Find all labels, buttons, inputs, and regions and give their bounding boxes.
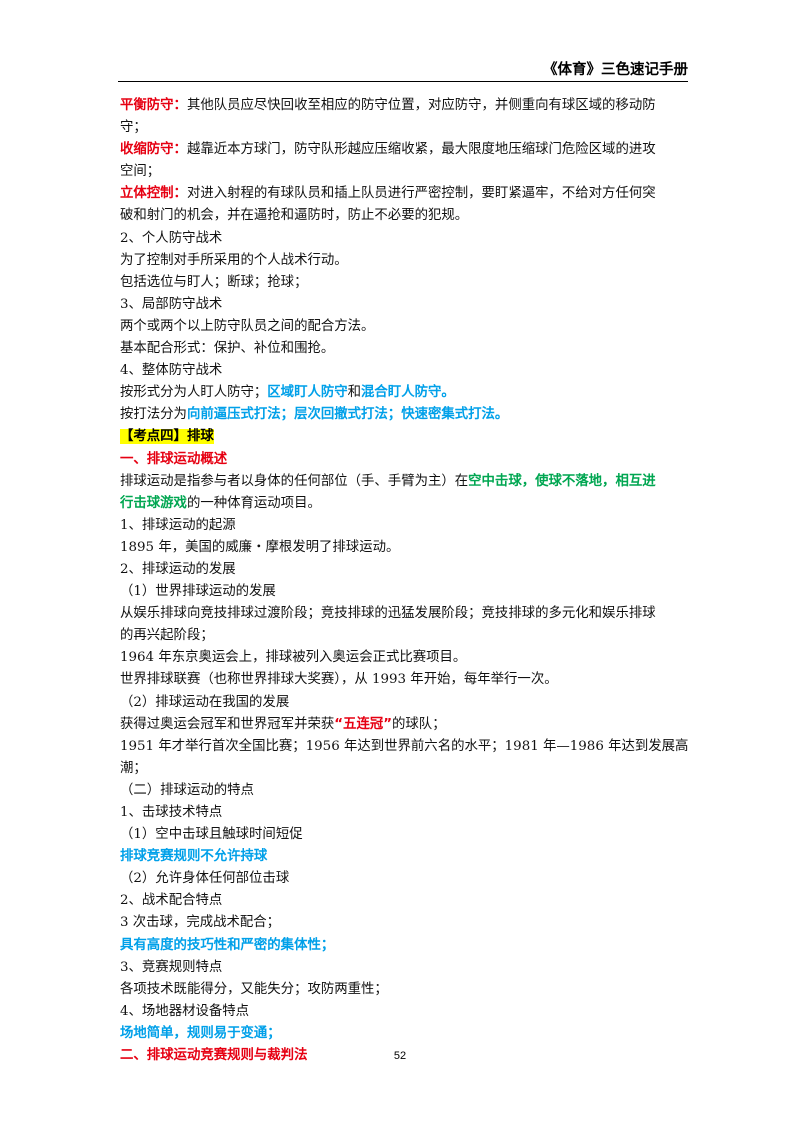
term-label: 平衡防守： (120, 98, 187, 113)
page-header-title: 《体育》三色速记手册 (543, 62, 688, 78)
text-line: 行击球游戏的一种体育运动项目。 (120, 493, 688, 515)
term-label: 收缩防守： (120, 142, 187, 158)
text: 的球队； (392, 716, 446, 732)
subheading: 4、整体防守战术 (120, 363, 223, 379)
text-line: 基本配合形式：保护、补位和围抢。 (120, 341, 335, 357)
key-point: 场地简单，规则易于变通； (120, 1025, 281, 1041)
subheading: 4、场地器材设备特点 (120, 1003, 250, 1019)
text: 按打法分为 (120, 407, 187, 423)
key-term: 混合盯人防守。 (361, 385, 455, 401)
subheading: 3、竞赛规则特点 (120, 959, 223, 975)
text-line: 按形式分为人盯人防守；区域盯人防守和混合盯人防守。 (120, 382, 688, 404)
key-point: 具有高度的技巧性和严密的集体性； (120, 937, 335, 953)
text-line: 潮； (120, 760, 147, 776)
subheading: 2、个人防守战术 (120, 230, 223, 246)
subheading: 1、排球运动的起源 (120, 517, 236, 533)
text-line: （2）允许身体任何部位击球 (120, 871, 290, 887)
text-line: 各项技术既能得分，又能失分；攻防两重性； (120, 981, 388, 997)
text: 和 (347, 385, 362, 401)
text-line: 排球运动是指参与者以身体的任何部位（手、手臂为主）在空中击球，使球不落地，相互进 (120, 471, 688, 493)
term-label: 立体控制： (120, 186, 187, 202)
text-line: 包括选位与盯人；断球；抢球； (120, 274, 308, 290)
paragraph-balance-defense: 平衡防守：其他队员应尽快回收至相应的防守位置，对应防守，并侧重向有球区域的移动防 (120, 95, 688, 117)
section-heading: 【考点四】排球 (120, 426, 688, 448)
header-divider (118, 81, 688, 82)
text-line: （1）空中击球且触球时间短促 (120, 827, 303, 843)
text-line: 破和射门的机会，并在逼抢和逼防时，防止不必要的犯规。 (120, 208, 469, 224)
text-line: 为了控制对手所采用的个人战术行动。 (120, 252, 348, 268)
subheading: 2、排球运动的发展 (120, 561, 236, 577)
text-line: 的再兴起阶段； (120, 628, 214, 644)
text: 获得过奥运会冠军和世界冠军并荣获 (120, 716, 335, 732)
text: 越靠近本方球门，防守队形越应压缩收紧，最大限度地压缩球门危险区域的进攻 (186, 142, 656, 158)
paragraph-3d-control: 立体控制：对进入射程的有球队员和插上队员进行严密控制，要盯紧逼牢，不给对方任何突 (120, 183, 688, 205)
text-line: 世界排球联赛（也称世界排球大奖赛），从 1993 年开始，每年举行一次。 (120, 672, 558, 688)
text: 其他队员应尽快回收至相应的防守位置，对应防守，并侧重向有球区域的移动防 (186, 98, 656, 113)
text-line: 1964 年东京奥运会上，排球被列入奥运会正式比赛项目。 (120, 650, 467, 666)
subheading: （1）世界排球运动的发展 (120, 584, 276, 600)
page-number: 52 (393, 1050, 407, 1062)
text-line: 两个或两个以上防守队员之间的配合方法。 (120, 318, 375, 334)
section-title: 一、排球运动概述 (120, 451, 228, 467)
subheading: （2）排球运动在我国的发展 (120, 694, 290, 710)
key-point: 排球竞赛规则不允许持球 (120, 849, 268, 865)
text-line: 守； (120, 120, 147, 136)
document-body: 平衡防守：其他队员应尽快回收至相应的防守位置，对应防守，并侧重向有球区域的移动防… (120, 95, 688, 1067)
exam-point-label: 【考点四】排球 (120, 429, 214, 445)
paragraph-contract-defense: 收缩防守：越靠近本方球门，防守队形越应压缩收紧，最大限度地压缩球门危险区域的进攻 (120, 139, 688, 161)
key-term: 向前逼压式打法；层次回撤式打法；快速密集式打法。 (186, 407, 509, 423)
key-term: 行击球游戏 (120, 495, 187, 511)
text-line: 按打法分为向前逼压式打法；层次回撤式打法；快速密集式打法。 (120, 404, 688, 426)
key-term: “五连冠” (334, 716, 393, 732)
text-line: 获得过奥运会冠军和世界冠军并荣获“五连冠”的球队； (120, 714, 688, 736)
key-term: 区域盯人防守 (267, 385, 348, 401)
text-line: 1895 年，美国的威廉・摩根发明了排球运动。 (120, 539, 400, 555)
subheading: 2、战术配合特点 (120, 893, 223, 909)
text: 的一种体育运动项目。 (186, 495, 321, 511)
text-line: 空间； (120, 164, 161, 180)
key-term: 空中击球，使球不落地，相互进 (468, 473, 656, 489)
text-line: 3 次击球，完成战术配合； (120, 915, 281, 931)
text: 按形式分为人盯人防守； (120, 385, 268, 401)
section-title: 二、排球运动竞赛规则与裁判法 (120, 1048, 308, 1064)
subheading: 1、击球技术特点 (120, 805, 223, 820)
text: 排球运动是指参与者以身体的任何部位（手、手臂为主）在 (120, 473, 469, 489)
subheading: 3、局部防守战术 (120, 296, 223, 312)
text-line: 从娱乐排球向竞技排球过渡阶段；竞技排球的迅猛发展阶段；竞技排球的多元化和娱乐排球 (120, 606, 656, 622)
text-line: 1951 年才举行首次全国比赛；1956 年达到世界前六名的水平；1981 年—… (120, 738, 689, 754)
subheading: （二）排球运动的特点 (120, 782, 254, 798)
text: 对进入射程的有球队员和插上队员进行严密控制，要盯紧逼牢，不给对方任何突 (186, 186, 656, 202)
